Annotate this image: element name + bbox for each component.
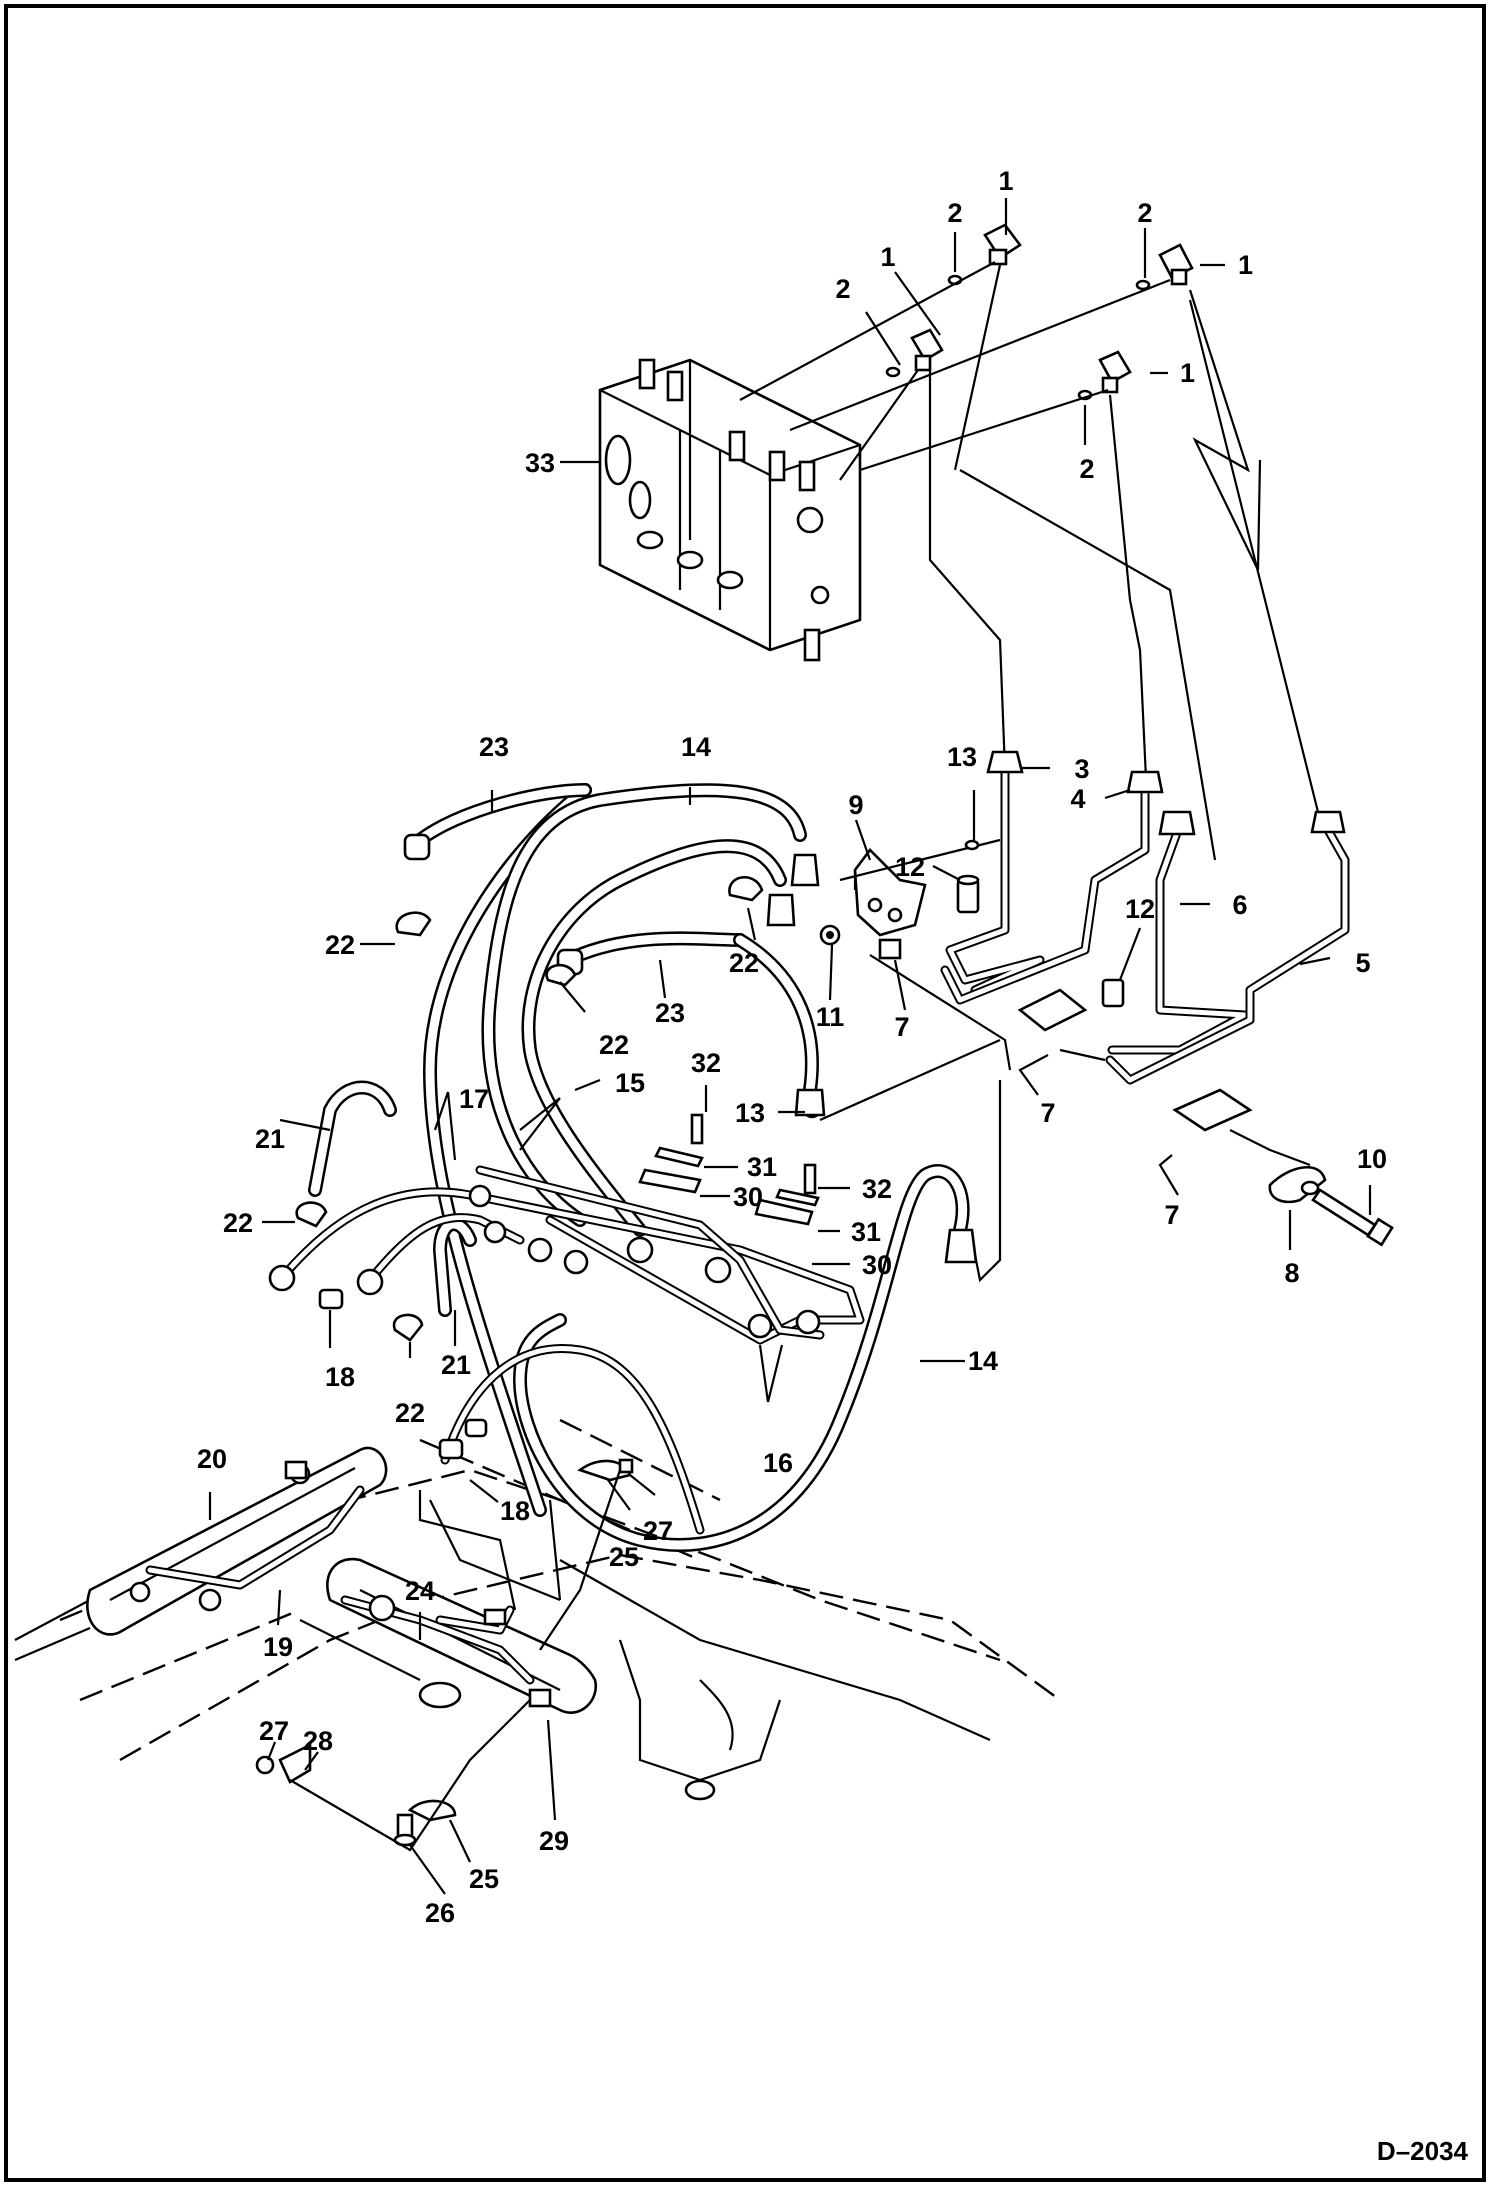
tube-5: [1105, 810, 1350, 1085]
assembly-lines-top: [739, 261, 1322, 861]
callout-24: 24: [405, 1576, 435, 1606]
callout-21: 21: [441, 1350, 471, 1380]
callout-15: 15: [615, 1068, 645, 1098]
callout-32: 32: [691, 1048, 721, 1078]
tube-19: [145, 1485, 365, 1590]
callout-7: 7: [1040, 1098, 1055, 1128]
callout-25: 25: [609, 1542, 639, 1572]
callout-1: 1: [880, 242, 895, 272]
control-valve-33: [598, 358, 862, 662]
connector-11: [819, 924, 841, 946]
assembly-line-13: [819, 1038, 1001, 1122]
leader-lines: [208, 198, 1372, 1895]
callout-7: 7: [894, 1012, 909, 1042]
callout-30: 30: [733, 1182, 763, 1212]
bracket-28: [278, 1742, 312, 1784]
tube-24: [340, 1594, 535, 1685]
assembly-line-26: [289, 1699, 531, 1852]
callout-22: 22: [325, 930, 355, 960]
bolt-26: [393, 1813, 417, 1847]
callout-22: 22: [729, 948, 759, 978]
callout-21: 21: [255, 1124, 285, 1154]
callout-3: 3: [1074, 754, 1089, 784]
callout-14: 14: [968, 1346, 998, 1376]
callout-2: 2: [947, 198, 962, 228]
hose-21-right: [432, 1217, 477, 1317]
callout-18: 18: [500, 1496, 530, 1526]
cylinder-20: [14, 1446, 388, 1662]
tube-lower-loop: [440, 1344, 705, 1535]
hose-23-upper: [403, 783, 592, 1517]
callout-27: 27: [259, 1716, 289, 1746]
hose-14-lower: [512, 1164, 978, 1552]
callout-30: 30: [862, 1250, 892, 1280]
callout-4: 4: [1070, 784, 1085, 814]
callout-28: 28: [303, 1726, 333, 1756]
callout-25: 25: [469, 1864, 499, 1894]
check-valves-12: [956, 874, 1125, 1008]
callout-labels: 1 2 1 2 2 1 1 2 33 3 4 5 6 12 12 13 9 7 …: [197, 166, 1387, 1928]
callout-18: 18: [325, 1362, 355, 1392]
tubes-17: [268, 1184, 525, 1296]
fittings-1: [910, 223, 1194, 394]
tube-6: [1107, 810, 1250, 1055]
washer-8: [1268, 1165, 1327, 1204]
callout-9: 9: [848, 790, 863, 820]
hose-14-upper: [481, 783, 820, 1227]
callout-1: 1: [1180, 358, 1195, 388]
drawing-number: D–2034: [1377, 2136, 1469, 2166]
callout-29: 29: [539, 1826, 569, 1856]
callout-22: 22: [395, 1398, 425, 1428]
callout-22: 22: [599, 1030, 629, 1060]
callout-33: 33: [525, 448, 555, 478]
callout-11: 11: [816, 1002, 845, 1032]
callout-14: 14: [681, 732, 711, 762]
callout-20: 20: [197, 1444, 227, 1474]
bolt-10: [1311, 1188, 1394, 1247]
clips-30-31-32: [638, 1113, 820, 1226]
callout-32: 32: [862, 1174, 892, 1204]
callout-27: 27: [643, 1516, 673, 1546]
o-rings-2: [885, 274, 1151, 401]
callout-31: 31: [747, 1152, 777, 1182]
fittings-18: [318, 1288, 488, 1460]
callout-5: 5: [1355, 948, 1370, 978]
callout-8: 8: [1284, 1258, 1299, 1288]
tubes-15-16: [465, 1165, 865, 1345]
tube-4: [940, 770, 1164, 1005]
nuts-27: [255, 1458, 634, 1775]
hose-23-lower: [521, 839, 826, 1237]
callout-2: 2: [1079, 454, 1094, 484]
callout-23: 23: [655, 998, 685, 1028]
tube-3: [945, 750, 1045, 995]
assembly-line-25: [539, 1469, 622, 1651]
callout-12: 12: [895, 852, 925, 882]
hose-clamps-22: [295, 875, 764, 1342]
callout-16: 16: [763, 1448, 793, 1478]
callout-17: 17: [459, 1084, 489, 1114]
callout-31: 31: [851, 1217, 881, 1247]
callout-13: 13: [735, 1098, 765, 1128]
callout-23: 23: [479, 732, 509, 762]
callout-22: 22: [223, 1208, 253, 1238]
callout-13: 13: [947, 742, 977, 772]
callout-6: 6: [1232, 890, 1247, 920]
callout-2: 2: [1137, 198, 1152, 228]
callout-26: 26: [425, 1898, 455, 1928]
callout-7: 7: [1164, 1200, 1179, 1230]
diagram-frame: [4, 4, 1486, 2182]
callout-12: 12: [1125, 894, 1155, 924]
tube-hanger-lines: [418, 1490, 517, 1611]
hose-21-left: [308, 1080, 397, 1197]
assembly-line-14-lower: [548, 1499, 562, 1601]
callout-10: 10: [1357, 1144, 1387, 1174]
cylinder-29: [299, 1557, 598, 1714]
clamp-plates-7: [869, 938, 1311, 1167]
callout-2: 2: [835, 274, 850, 304]
callout-19: 19: [263, 1632, 293, 1662]
callout-1: 1: [998, 166, 1013, 196]
callout-1: 1: [1238, 250, 1253, 280]
